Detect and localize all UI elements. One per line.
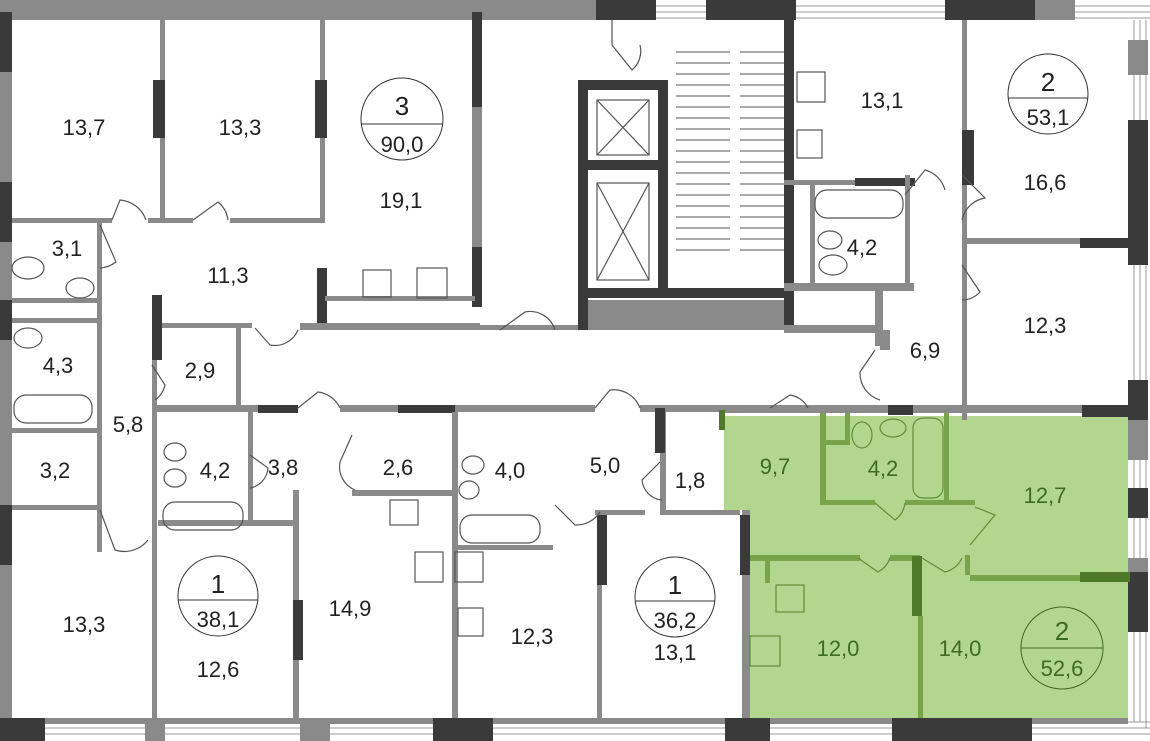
washbasin-icon bbox=[817, 230, 843, 250]
apartment-badge[interactable]: 3 90,0 bbox=[360, 77, 444, 161]
washbasin-icon bbox=[65, 277, 95, 299]
room-area: 2,6 bbox=[383, 455, 414, 480]
room-area: 4,2 bbox=[200, 458, 231, 483]
interior-walls bbox=[12, 12, 1132, 720]
room-area: 14,9 bbox=[329, 596, 372, 621]
apartment-badge-highlighted[interactable]: 2 52,6 bbox=[1020, 606, 1104, 690]
toilet-icon bbox=[461, 455, 485, 475]
bathtub-icon bbox=[912, 417, 944, 499]
stove-icon bbox=[749, 635, 781, 667]
room-area: 2,9 bbox=[185, 358, 216, 383]
room-area: 12,7 bbox=[1024, 483, 1067, 508]
room-area: 4,3 bbox=[43, 353, 74, 378]
washbasin-icon bbox=[879, 418, 907, 438]
room-area: 13,7 bbox=[63, 115, 106, 140]
sink-icon bbox=[389, 499, 419, 526]
room-area: 3,2 bbox=[40, 458, 71, 483]
room-area: 12,0 bbox=[817, 636, 860, 661]
toilet-icon bbox=[851, 421, 873, 449]
apartment-area: 90,0 bbox=[381, 132, 424, 157]
staircase bbox=[676, 51, 784, 251]
room-area: 16,6 bbox=[1024, 170, 1067, 195]
apartment-area: 52,6 bbox=[1041, 656, 1084, 681]
sink-icon bbox=[775, 584, 805, 613]
sink-icon bbox=[796, 129, 823, 159]
room-area: 13,3 bbox=[63, 612, 106, 637]
stove-icon bbox=[796, 71, 826, 103]
fixtures bbox=[11, 71, 944, 667]
apartment-badge[interactable]: 2 53,1 bbox=[1007, 53, 1089, 135]
elevator-shafts bbox=[596, 99, 650, 281]
room-area: 3,1 bbox=[52, 236, 83, 261]
apartment-badge[interactable]: 1 36,2 bbox=[634, 556, 716, 638]
room-area: 5,0 bbox=[590, 453, 621, 478]
room-area: 13,1 bbox=[861, 88, 904, 113]
stove-icon bbox=[414, 551, 444, 583]
room-area: 14,0 bbox=[939, 636, 982, 661]
room-area: 12,3 bbox=[1024, 313, 1067, 338]
sink-icon bbox=[457, 607, 484, 637]
room-area: 4,2 bbox=[868, 456, 899, 481]
apartment-rooms: 2 bbox=[1041, 67, 1055, 97]
doors bbox=[99, 20, 996, 573]
room-area: 4,0 bbox=[495, 458, 526, 483]
apartment-rooms: 2 bbox=[1055, 616, 1069, 646]
highlighted-apartment-walls bbox=[719, 410, 1130, 718]
room-area: 1,8 bbox=[675, 468, 706, 493]
apartment-badge[interactable]: 1 38,1 bbox=[177, 555, 259, 637]
bathtub-icon bbox=[459, 514, 541, 544]
room-area: 5,8 bbox=[113, 412, 144, 437]
bathtub-icon bbox=[814, 189, 904, 219]
room-area: 9,7 bbox=[760, 454, 791, 479]
washbasin-icon bbox=[163, 468, 187, 488]
washbasin-icon bbox=[458, 480, 480, 500]
apartment-area: 36,2 bbox=[654, 608, 697, 633]
room-area: 4,2 bbox=[847, 235, 878, 260]
room-area: 13,1 bbox=[654, 640, 697, 665]
stove-icon bbox=[454, 551, 484, 583]
room-area: 11,3 bbox=[207, 263, 248, 288]
room-area: 12,6 bbox=[197, 657, 240, 682]
room-area: 13,3 bbox=[219, 115, 262, 140]
apartment-rooms: 3 bbox=[395, 91, 409, 121]
toilet-icon bbox=[11, 256, 45, 280]
room-area: 6,9 bbox=[910, 338, 941, 363]
apartment-area: 38,1 bbox=[197, 607, 240, 632]
room-area: 19,1 bbox=[380, 188, 423, 213]
room-area: 12,3 bbox=[511, 624, 554, 649]
apartment-rooms: 1 bbox=[211, 569, 225, 599]
toilet-icon bbox=[163, 442, 187, 462]
bathtub-icon bbox=[13, 394, 93, 424]
room-area: 3,8 bbox=[268, 455, 299, 480]
bathtub-icon bbox=[162, 501, 244, 531]
apartment-area: 53,1 bbox=[1027, 105, 1070, 130]
toilet-icon bbox=[13, 327, 43, 349]
apartment-rooms: 1 bbox=[668, 570, 682, 600]
stove-icon bbox=[416, 267, 448, 299]
room-labels: 13,7 13,3 19,1 11,3 3,1 4,3 2,9 5,8 3,2 … bbox=[40, 88, 1067, 682]
toilet-icon bbox=[818, 254, 848, 276]
sink-icon bbox=[362, 269, 392, 298]
